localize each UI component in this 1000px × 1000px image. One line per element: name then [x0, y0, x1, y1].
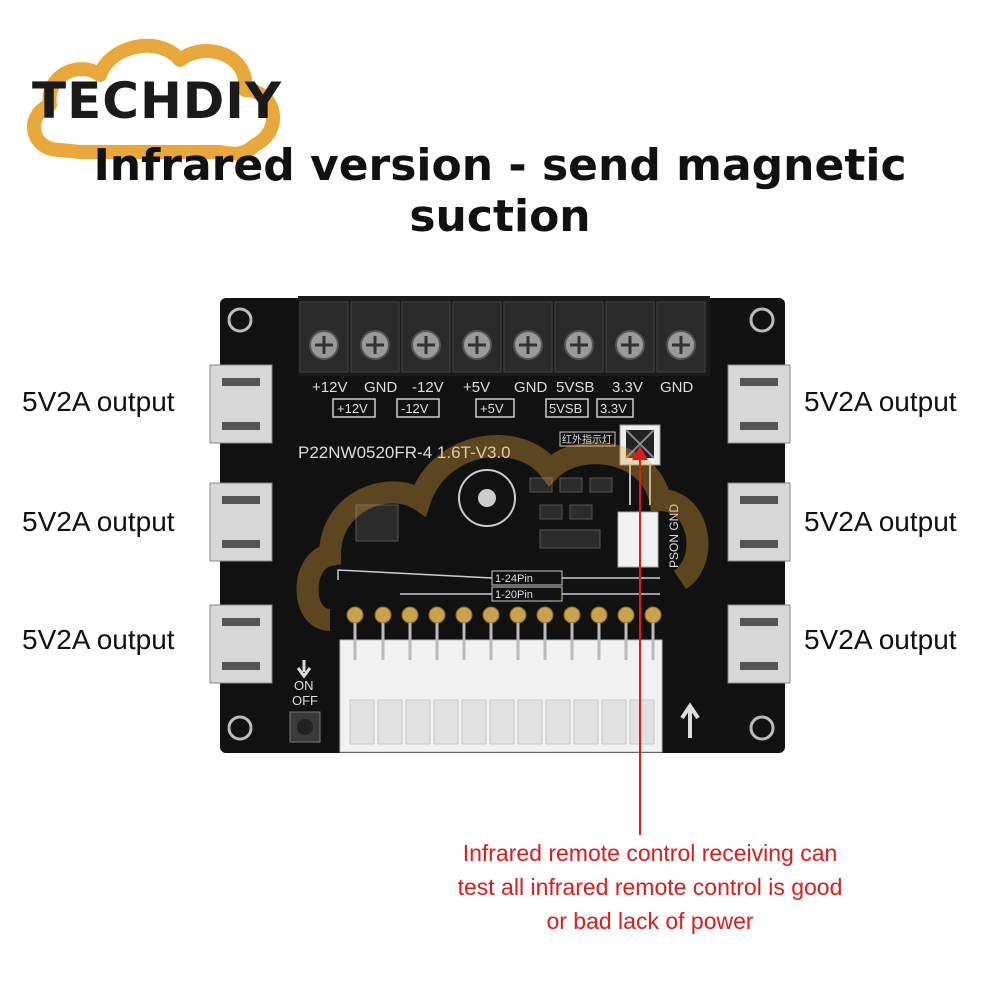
- pcb-body: [220, 298, 785, 753]
- terminal-label: +12V: [312, 379, 347, 396]
- indicator-label: 3.3V: [600, 401, 627, 416]
- switch-off-label: OFF: [292, 693, 318, 708]
- pin-20-label: 1-20Pin: [495, 589, 533, 601]
- ir-indicator-label: 红外指示灯: [562, 433, 612, 446]
- indicator-label: -12V: [401, 401, 429, 416]
- logo-cloud-icon: [27, 38, 280, 161]
- ic-chip: [355, 504, 399, 542]
- output-label-left: 5V2A output: [22, 624, 175, 655]
- terminal-label: 5VSB: [556, 379, 594, 396]
- output-label-right: 5V2A output: [804, 506, 957, 537]
- watermark-cloud-icon: [296, 435, 709, 631]
- output-label-left: 5V2A output: [22, 506, 175, 537]
- screw-terminal-block: [298, 296, 710, 376]
- caption-line: test all infrared remote control is good: [457, 874, 843, 900]
- up-arrow-icon: [680, 702, 700, 738]
- usb-port-left: [209, 364, 273, 684]
- down-arrow-icon: [296, 660, 312, 679]
- pson-label: PSON GND: [667, 504, 681, 568]
- caption-line: or bad lack of power: [546, 908, 754, 934]
- capacitor: [458, 469, 516, 527]
- board-model-label: P22NW0520FR-4 1.6T-V3.0: [298, 443, 511, 462]
- terminal-label: GND: [514, 379, 548, 396]
- atx-connector: [339, 639, 663, 753]
- pson-connector: [617, 511, 659, 568]
- switch-on-label: ON: [294, 678, 314, 693]
- usb-port-right: [727, 364, 791, 684]
- caption-line: Infrared remote control receiving can: [462, 840, 838, 866]
- terminal-label: 3.3V: [612, 379, 643, 396]
- terminal-label: GND: [364, 379, 398, 396]
- output-label-right: 5V2A output: [804, 624, 957, 655]
- terminal-label: GND: [660, 379, 694, 396]
- indicator-label: +12V: [337, 401, 368, 416]
- ir-caption: Infrared remote control receiving can te…: [380, 836, 920, 938]
- output-label-left: 5V2A output: [22, 386, 175, 417]
- terminal-label: -12V: [412, 379, 444, 396]
- output-label-right: 5V2A output: [804, 386, 957, 417]
- indicator-label: 5VSB: [549, 401, 582, 416]
- headline: Infrared version - send magnetic suction: [93, 140, 907, 242]
- brand-logo-text: TECHDIY: [32, 72, 283, 130]
- indicator-label: +5V: [480, 401, 504, 416]
- terminal-label: +5V: [463, 379, 490, 396]
- pointer-arrow-icon: [632, 446, 648, 460]
- pin-24-label: 1-24Pin: [495, 573, 533, 585]
- mounting-hole-icon: [227, 307, 775, 741]
